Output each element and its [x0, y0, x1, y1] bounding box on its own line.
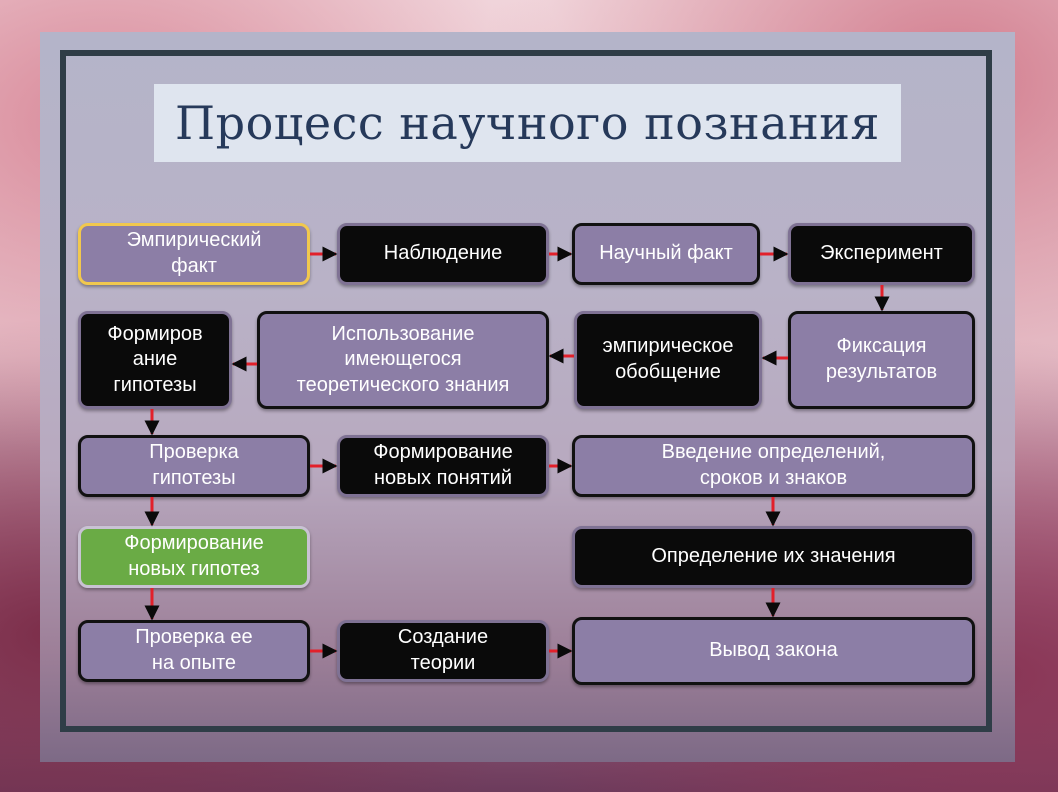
box-using-theory: Использование имеющегося теоретического … — [257, 311, 549, 409]
box-meaning: Определение их значения — [572, 526, 975, 588]
box-scientific-fact: Научный факт — [572, 223, 760, 285]
box-hypothesis-forming: Формиров ание гипотезы — [78, 311, 232, 409]
box-empirical-generalization: эмпирическое обобщение — [574, 311, 762, 409]
box-label: Введение определений, сроков и знаков — [661, 441, 886, 489]
box-law: Вывод закона — [572, 617, 975, 685]
box-observation: Наблюдение — [337, 223, 549, 285]
box-label: Создание теории — [397, 626, 489, 674]
box-label: Определение их значения — [651, 545, 896, 568]
slide-frame — [60, 50, 992, 732]
box-label: Эксперимент — [820, 242, 943, 265]
box-label: Использование имеющегося теоретического … — [296, 322, 510, 396]
box-label: Научный факт — [599, 242, 733, 265]
box-new-concepts: Формирование новых понятий — [337, 435, 549, 497]
title-box: Процесс научного познания — [154, 84, 901, 162]
box-label: Формирование новых гипотез — [124, 532, 264, 580]
box-label: эмпирическое обобщение — [602, 335, 734, 383]
page-title: Процесс научного познания — [175, 96, 880, 150]
box-experiment: Эксперимент — [788, 223, 975, 285]
box-definitions: Введение определений, сроков и знаков — [572, 435, 975, 497]
box-label: Проверка ее на опыте — [135, 626, 253, 674]
box-label: Формиров ание гипотезы — [107, 322, 203, 396]
box-label: Фиксация результатов — [825, 335, 938, 383]
box-label: Вывод закона — [709, 639, 838, 662]
box-empirical-fact: Эмпирический факт — [78, 223, 310, 285]
box-new-hypotheses: Формирование новых гипотез — [78, 526, 310, 588]
box-experience-check: Проверка ее на опыте — [78, 620, 310, 682]
box-hypothesis-check: Проверка гипотезы — [78, 435, 310, 497]
box-fixing-results: Фиксация результатов — [788, 311, 975, 409]
box-label: Эмпирический факт — [126, 229, 262, 277]
box-label: Наблюдение — [383, 242, 503, 265]
box-theory-creation: Создание теории — [337, 620, 549, 682]
box-label: Формирование новых понятий — [373, 441, 513, 489]
box-label: Проверка гипотезы — [149, 441, 239, 489]
